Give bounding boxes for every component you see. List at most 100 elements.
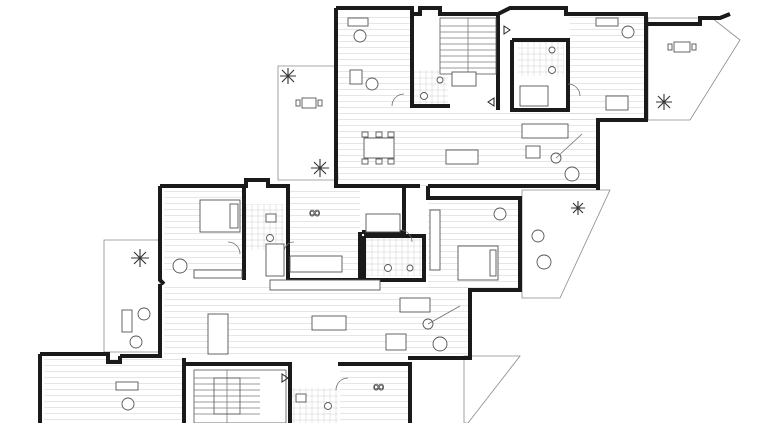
doors — [227, 83, 581, 391]
wall-mid-top — [160, 178, 290, 188]
coffee-table — [525, 145, 541, 159]
armchair-icon — [432, 336, 448, 352]
potted-plant-icon — [571, 201, 585, 215]
floor-upper-bedroom — [338, 12, 412, 108]
sink-icon — [548, 46, 556, 54]
armchair-icon — [564, 166, 580, 182]
armchair-icon — [621, 25, 635, 39]
infinity-decor: ∞ — [308, 203, 321, 222]
floor-bottom-right — [340, 360, 410, 423]
armchair-icon — [129, 335, 143, 349]
triangle-arrow-icon — [503, 25, 511, 35]
desk — [115, 381, 139, 391]
terraces — [103, 17, 741, 423]
armchair-icon — [531, 229, 545, 243]
lamp-arm — [427, 305, 461, 325]
wall-upper-inner-1 — [410, 14, 450, 108]
shower-icon — [365, 213, 401, 233]
kitchen-counter — [269, 279, 381, 291]
kitchen-island — [445, 149, 479, 165]
armchair-icon — [365, 77, 379, 91]
door-swing — [391, 93, 405, 107]
wardrobe — [429, 209, 441, 271]
bathroom-upper — [414, 70, 448, 106]
sink-icon — [265, 213, 277, 223]
door-swing — [335, 377, 349, 391]
armchair-icon — [353, 29, 367, 43]
stair-upper — [439, 17, 497, 75]
dining-chair — [387, 131, 395, 138]
shower-icon — [451, 71, 477, 87]
counter — [265, 243, 285, 277]
dining-table — [363, 137, 395, 159]
door-swing — [567, 83, 581, 97]
bathroom-mid-left — [244, 204, 284, 250]
sink-icon — [295, 393, 307, 403]
bathroom-mid-center — [366, 236, 422, 276]
sink-icon — [436, 76, 444, 84]
wall-bottom-right-unit — [338, 362, 412, 423]
plants — [131, 68, 672, 267]
triangle-arrow-icon — [281, 373, 289, 383]
dining-chair — [361, 131, 369, 138]
floor-bottom-left — [44, 358, 184, 423]
dining-table — [207, 313, 229, 355]
wall-upper-right-edge — [596, 24, 648, 190]
terrace-bench — [121, 309, 133, 333]
lamp-arm — [555, 133, 583, 159]
dining-chair — [375, 131, 383, 138]
counter — [289, 255, 343, 273]
kitchen-island — [311, 315, 347, 331]
armchair-icon — [172, 258, 188, 274]
terrace-chair — [295, 99, 301, 107]
terrace-left — [103, 239, 161, 353]
wall-bottom-left-unit — [40, 352, 122, 364]
armchair-icon — [121, 397, 135, 411]
desk — [595, 17, 619, 27]
wall-lower-right — [408, 300, 472, 360]
wall-upper-block — [336, 6, 731, 26]
bed — [605, 95, 629, 111]
dining-chair — [387, 158, 395, 165]
armchair-icon — [137, 307, 151, 321]
door-swing — [283, 241, 295, 253]
potted-plant-icon — [656, 94, 672, 110]
door-swing — [399, 229, 413, 243]
sofa — [521, 123, 569, 139]
triangle-arrow-icon — [487, 97, 495, 107]
armchair-icon — [493, 207, 507, 221]
terrace-chair — [317, 99, 323, 107]
wardrobe — [193, 269, 243, 279]
bathrooms — [244, 42, 564, 423]
sink-icon — [406, 264, 414, 272]
wardrobe — [349, 69, 363, 85]
toilet-icon — [324, 402, 332, 410]
terrace-table — [301, 97, 317, 109]
terrace-chair — [691, 43, 697, 51]
dining-chair — [375, 158, 383, 165]
coffee-table — [385, 333, 407, 351]
wall-mid-inner-4 — [362, 234, 426, 282]
pillow — [229, 203, 239, 229]
wall-upper-inner-3 — [510, 38, 570, 112]
sofa — [399, 297, 431, 313]
toilet-icon — [384, 264, 392, 272]
bathroom-upper-right — [518, 42, 564, 76]
walls — [38, 6, 731, 423]
potted-plant-icon — [280, 68, 296, 84]
wall-mid-right — [426, 186, 522, 300]
door-swing — [227, 241, 241, 255]
terrace-upper-left — [277, 65, 339, 181]
dining-chair — [361, 158, 369, 165]
infinity-decor: ∞ — [372, 377, 385, 396]
toilet-icon — [266, 234, 274, 242]
potted-plant-icon — [311, 159, 329, 177]
desk — [347, 17, 369, 27]
wall-mid-left — [158, 186, 166, 286]
toilet-icon — [548, 66, 556, 74]
bathtub — [519, 85, 549, 107]
wall-lower-left — [120, 284, 162, 358]
toilet-icon — [420, 92, 428, 100]
terrace-table — [673, 41, 691, 53]
